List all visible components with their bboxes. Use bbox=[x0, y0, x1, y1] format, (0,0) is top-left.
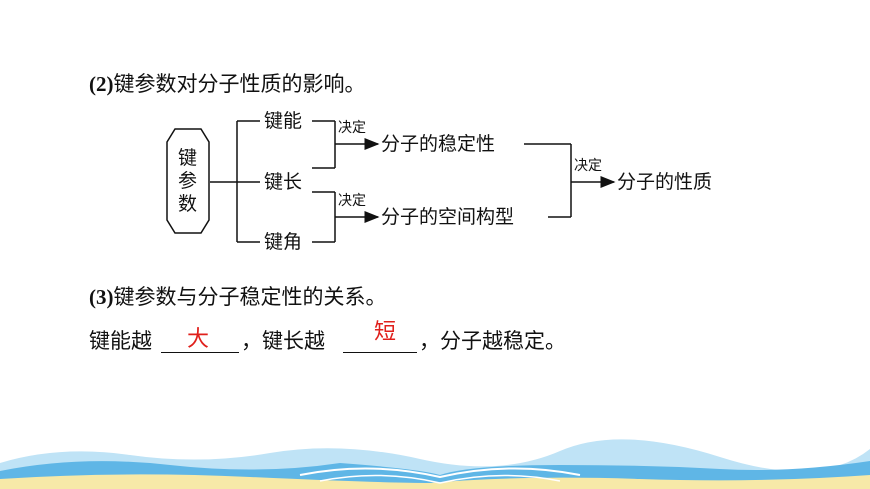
root-hexagon bbox=[166, 128, 210, 234]
node-bond-energy: 键能 bbox=[264, 110, 303, 132]
node-bond-angle: 键角 bbox=[264, 231, 303, 253]
heading-3-text: 键参数与分子稳定性的关系。 bbox=[113, 285, 387, 309]
root-char-2: 参 bbox=[178, 170, 198, 192]
label-decides-right: 决定 bbox=[574, 158, 602, 174]
heading-2-number: (2) bbox=[89, 72, 114, 96]
node-spatial-configuration: 分子的空间构型 bbox=[381, 206, 515, 228]
sentence-part-2: ，键长越 bbox=[241, 329, 325, 353]
heading-3-number: (3) bbox=[89, 285, 114, 309]
root-char-3: 数 bbox=[178, 193, 198, 215]
heading-2-text: 键参数对分子性质的影响。 bbox=[113, 72, 366, 96]
label-decides-top: 决定 bbox=[338, 120, 366, 136]
blank-1 bbox=[161, 352, 239, 353]
sentence-part-3: ，分子越稳定。 bbox=[419, 329, 566, 353]
blank-2 bbox=[343, 352, 417, 353]
heading-2: (2)键参数对分子性质的影响。 bbox=[89, 74, 366, 95]
node-stability: 分子的稳定性 bbox=[381, 133, 496, 155]
answer-2: 短 bbox=[374, 320, 397, 345]
node-molecular-properties: 分子的性质 bbox=[617, 171, 713, 193]
label-decides-bottom: 决定 bbox=[338, 193, 366, 209]
answer-1: 大 bbox=[187, 327, 210, 352]
heading-3: (3)键参数与分子稳定性的关系。 bbox=[89, 287, 387, 308]
node-bond-length: 键长 bbox=[264, 171, 303, 193]
sentence-part-1: 键能越 bbox=[89, 329, 152, 353]
bond-parameter-diagram bbox=[166, 120, 616, 243]
root-char-1: 键 bbox=[178, 147, 198, 169]
wave-footer-decoration bbox=[0, 425, 870, 489]
